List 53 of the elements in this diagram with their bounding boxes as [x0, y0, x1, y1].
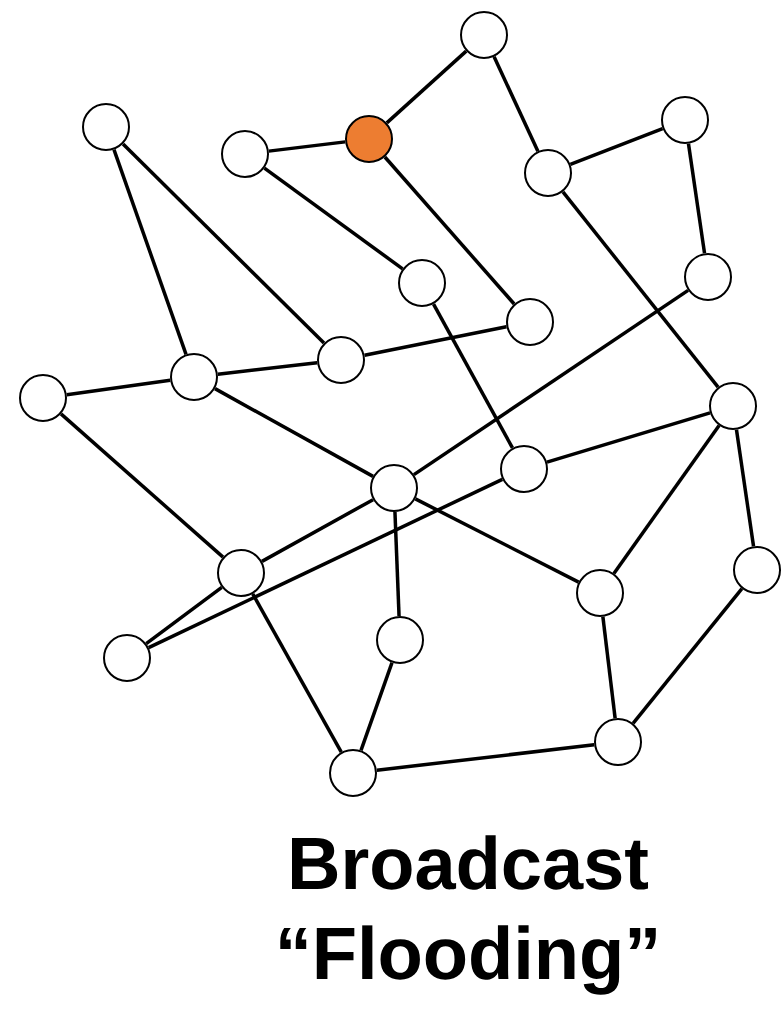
connection-line — [364, 325, 507, 357]
network-node — [684, 253, 732, 301]
network-node — [661, 96, 709, 144]
connection-line — [66, 378, 171, 397]
network-node — [19, 374, 67, 422]
connection-line — [385, 49, 468, 125]
connection-line — [561, 190, 720, 389]
connection-line — [412, 288, 690, 477]
connection-line — [59, 412, 225, 559]
connection-line — [631, 587, 744, 725]
network-node — [221, 130, 269, 178]
network-node — [170, 353, 218, 401]
connection-line — [147, 477, 504, 650]
network-node — [376, 616, 424, 664]
connection-line — [261, 498, 374, 563]
network-node — [733, 546, 781, 594]
connection-line — [268, 140, 346, 153]
connection-line — [251, 593, 343, 753]
connection-line — [214, 387, 374, 478]
connection-line — [217, 361, 318, 376]
network-node — [345, 115, 393, 163]
network-node — [524, 149, 572, 197]
connection-line — [112, 149, 188, 355]
connection-line — [376, 743, 595, 772]
connection-line — [686, 143, 707, 254]
connection-line — [601, 616, 617, 719]
connection-line — [432, 303, 514, 449]
network-node — [103, 634, 151, 682]
connection-line — [145, 585, 223, 646]
network-node — [709, 382, 757, 430]
network-node — [370, 464, 418, 512]
connection-line — [612, 424, 721, 575]
network-node — [506, 298, 554, 346]
connection-line — [546, 411, 711, 464]
caption: Broadcast “Flooding” — [280, 835, 656, 995]
network-node — [82, 103, 130, 151]
connection-line — [263, 166, 404, 271]
connection-line — [734, 429, 756, 547]
network-node — [594, 718, 642, 766]
connection-line — [121, 142, 326, 345]
connection-line — [359, 662, 394, 751]
network-node — [217, 549, 265, 597]
network-node — [460, 11, 508, 59]
connection-line — [393, 511, 401, 617]
connection-line — [569, 127, 664, 166]
network-node — [500, 445, 548, 493]
connection-line — [414, 497, 580, 584]
connection-line — [383, 155, 516, 306]
network-node — [398, 259, 446, 307]
network-node — [329, 749, 377, 797]
connection-line — [492, 56, 540, 152]
network-node — [317, 336, 365, 384]
network-node — [576, 569, 624, 617]
